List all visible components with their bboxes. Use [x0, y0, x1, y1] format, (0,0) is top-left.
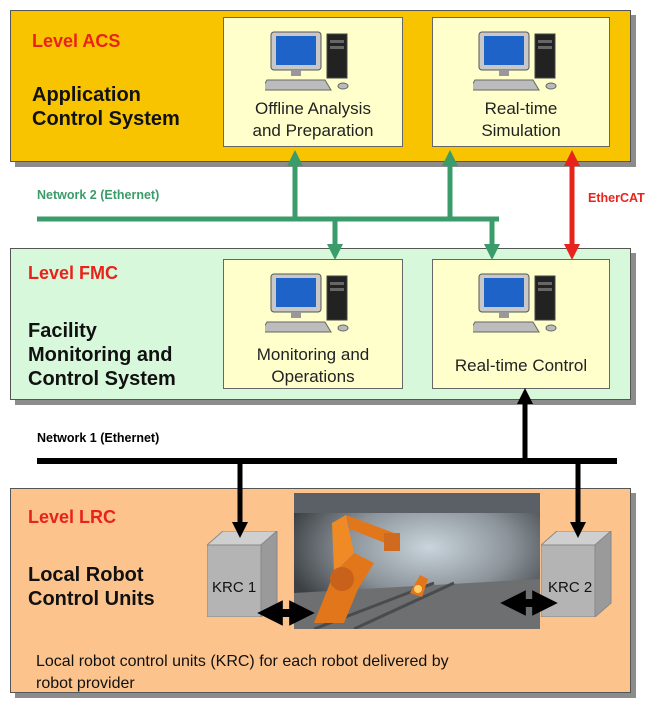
- lrc-note-line1: Local robot control units (KRC) for each…: [36, 653, 449, 670]
- acs-panel: Level ACS Application Control System Off…: [10, 10, 631, 162]
- acs-title: Application Control System: [32, 83, 180, 131]
- fmc-panel: Level FMC Facility Monitoring and Contro…: [10, 248, 631, 400]
- lrc-level-label: Level LRC: [28, 507, 117, 527]
- fmc-level-label: Level FMC: [28, 263, 119, 283]
- offline-analysis-line2: and Preparation: [252, 121, 374, 140]
- monitoring-line1: Monitoring and: [256, 345, 370, 364]
- acs-title-line2: Control System: [32, 108, 180, 130]
- acs-title-line1: Application: [32, 84, 141, 106]
- network2-label: Network 2 (Ethernet): [37, 188, 160, 202]
- computer-workstation-icon: [468, 28, 569, 98]
- lrc-title-line1: Local Robot: [28, 564, 144, 586]
- computer-workstation-icon: [468, 270, 569, 340]
- robot-arm-photo: [294, 493, 540, 629]
- fmc-title-line3: Control System: [28, 368, 176, 390]
- computer-workstation-icon: [260, 28, 361, 98]
- fmc-title: Facility Monitoring and Control System: [28, 319, 176, 391]
- realtime-simulation-line1: Real-time: [484, 99, 558, 118]
- offline-analysis-box: Offline Analysis and Preparation: [223, 17, 403, 147]
- lrc-panel: Level LRC Local Robot Control Units: [10, 488, 631, 693]
- computer-workstation-icon: [260, 270, 361, 340]
- offline-analysis-line1: Offline Analysis: [255, 99, 371, 118]
- fmc-title-line1: Facility: [28, 320, 97, 342]
- fmc-title-line2: Monitoring and: [28, 344, 173, 366]
- realtime-control-box: Real-time Control: [432, 259, 610, 389]
- realtime-simulation-line2: Simulation: [481, 121, 561, 140]
- lrc-note-line2: robot provider: [36, 675, 135, 692]
- realtime-control-line1: Real-time Control: [454, 356, 588, 375]
- monitoring-operations-box: Monitoring and Operations: [223, 259, 403, 389]
- network1-label: Network 1 (Ethernet): [37, 431, 160, 445]
- monitoring-line2: Operations: [271, 367, 355, 386]
- lrc-title: Local Robot Control Units: [28, 563, 155, 611]
- lrc-note: Local robot control units (KRC) for each…: [36, 651, 449, 695]
- ethercat-label: EtherCAT: [588, 191, 645, 205]
- acs-level-label: Level ACS: [32, 31, 121, 51]
- lrc-title-line2: Control Units: [28, 588, 155, 610]
- krc2-label: KRC 2: [548, 579, 593, 596]
- realtime-simulation-box: Real-time Simulation: [432, 17, 610, 147]
- krc1-label: KRC 1: [212, 579, 257, 596]
